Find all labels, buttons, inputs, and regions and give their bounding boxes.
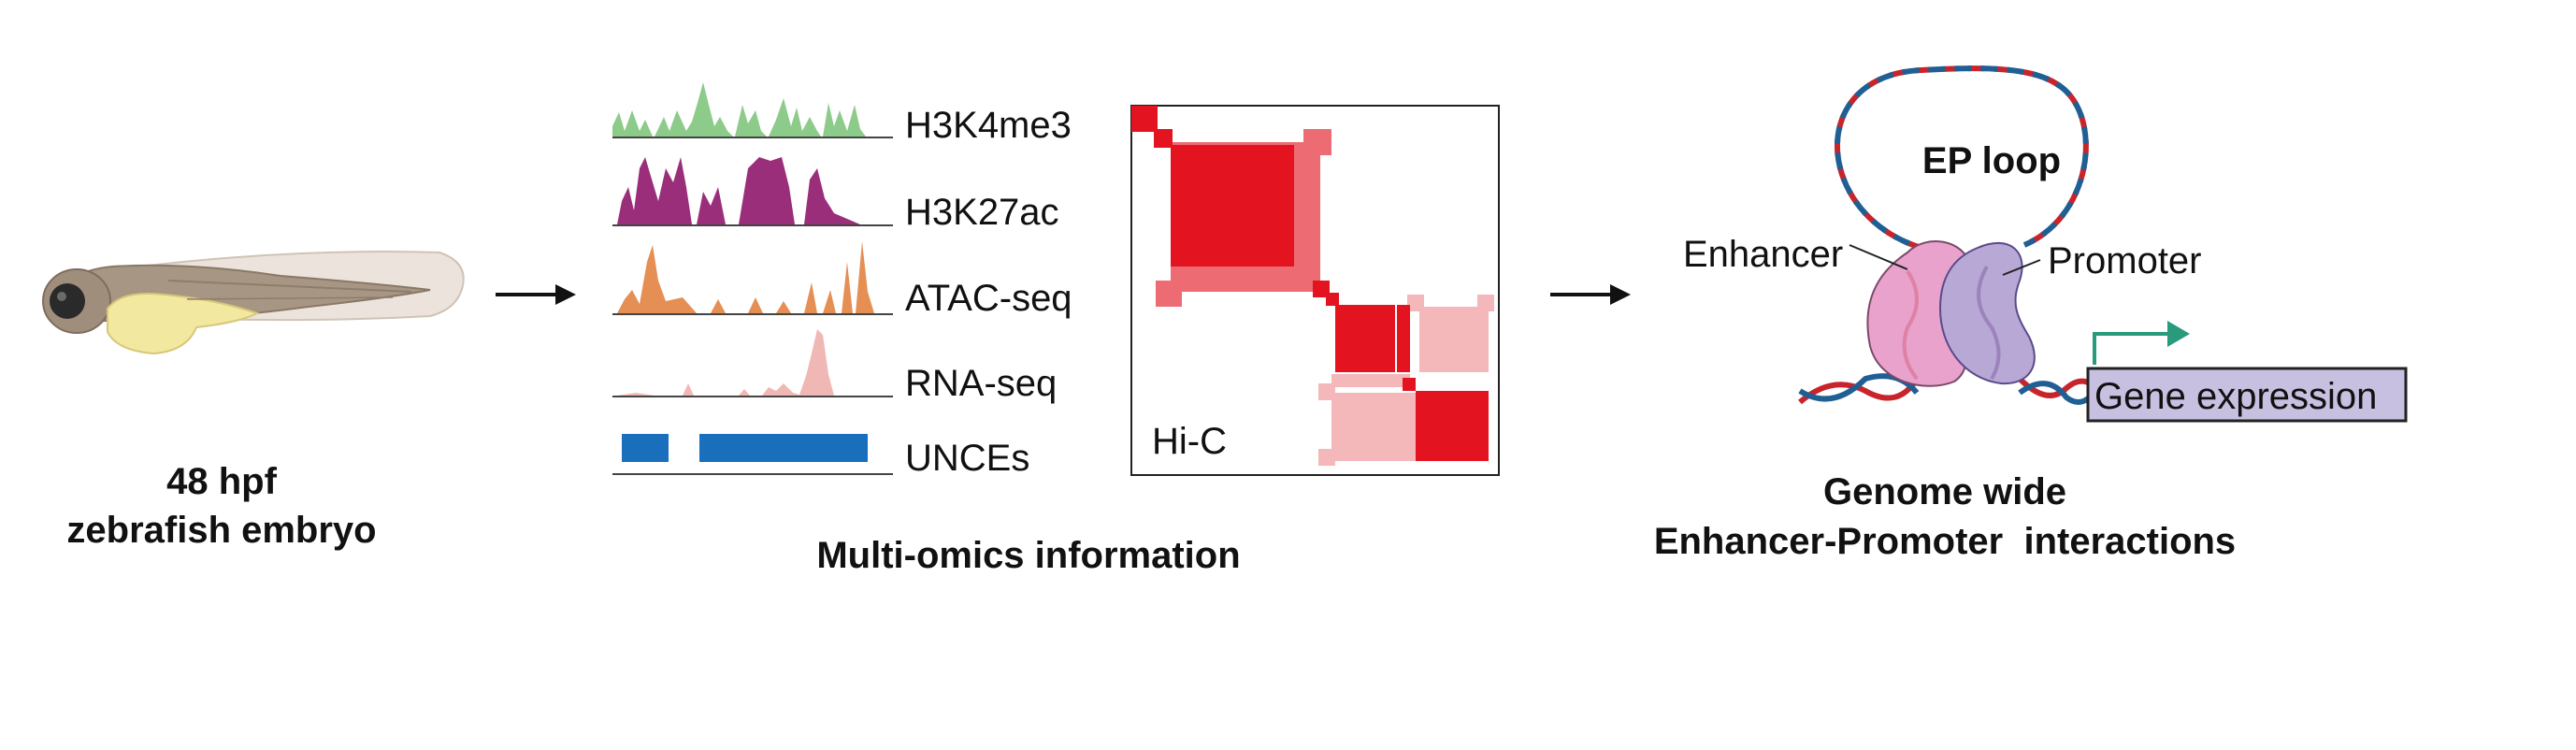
- gene-expression-label: Gene expression: [2094, 376, 2377, 417]
- multiomics-caption: Multi-omics information: [816, 535, 1240, 576]
- enhancer-label: Enhancer: [1683, 234, 1843, 275]
- embryo-label-line1: 48 hpf: [166, 461, 277, 502]
- ep-loop-illustration: [1798, 65, 2408, 423]
- track-h3k4me3: [612, 82, 893, 138]
- track-label-atac-seq: ATAC-seq: [905, 278, 1072, 319]
- zebrafish-embryo-illustration: [42, 251, 465, 355]
- epigenomic-tracks: [612, 82, 893, 475]
- track-rna-seq: [612, 329, 893, 397]
- promoter-label: Promoter: [2048, 240, 2202, 281]
- arrow-embryo-to-omics: [496, 284, 576, 305]
- ep-caption-line2: Enhancer-Promoter interactions: [1654, 521, 2236, 562]
- track-unces: [612, 434, 893, 475]
- embryo-label-line2: zebrafish embryo: [66, 510, 376, 551]
- track-h3k27ac: [612, 157, 893, 226]
- track-label-h3k4me3: H3K4me3: [905, 105, 1072, 146]
- ep-loop-label: EP loop: [1922, 140, 2061, 181]
- hic-label: Hi-C: [1152, 421, 1227, 462]
- track-label-h3k27ac: H3K27ac: [905, 192, 1059, 233]
- track-label-unces: UNCEs: [905, 438, 1029, 479]
- hic-contact-map: [1130, 105, 1500, 476]
- track-label-rna-seq: RNA-seq: [905, 363, 1057, 404]
- track-atac-seq: [612, 241, 893, 315]
- ep-caption-line1: Genome wide: [1823, 471, 2066, 512]
- arrow-omics-to-ep: [1550, 284, 1631, 305]
